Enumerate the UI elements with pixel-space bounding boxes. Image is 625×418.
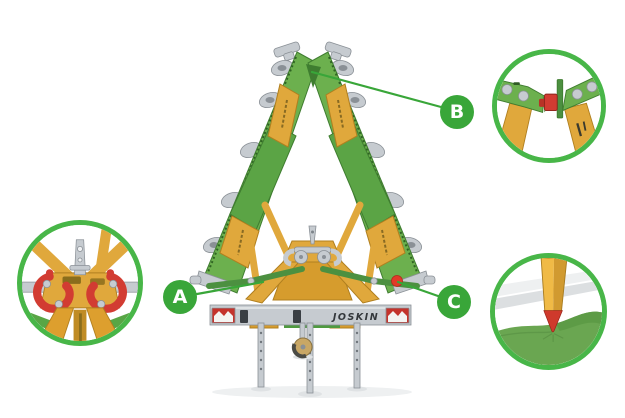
bumper-bar: JOSKIN <box>209 304 412 326</box>
headstock-hooks-zoom <box>22 225 138 341</box>
callout-badge-b: B <box>440 95 474 129</box>
locating-pin-zoom <box>495 258 602 365</box>
callout-line-b <box>310 70 443 109</box>
callout-line-a <box>195 280 265 296</box>
callout-label-c: C <box>447 290 461 313</box>
callout-label-a: A <box>172 285 188 308</box>
callout-badge-a: A <box>163 280 197 314</box>
light-socket-left <box>240 310 248 323</box>
callout-badge-c: C <box>437 285 471 319</box>
parking-stands <box>251 322 367 397</box>
detail-view-transport-lock <box>492 49 606 163</box>
brand-text: JOSKIN <box>331 312 379 323</box>
callout-label-b: B <box>449 100 465 123</box>
jockey-wheel <box>291 322 313 360</box>
apex-latch <box>306 64 321 88</box>
transport-lock-zoom <box>497 54 601 158</box>
reflector-left <box>211 307 236 324</box>
red-indicator-dot <box>391 275 403 287</box>
light-socket-right <box>293 310 301 323</box>
callout-line-c <box>396 280 440 298</box>
headstock-frame <box>245 225 380 304</box>
detail-view-locating-pin <box>490 253 607 370</box>
detail-view-headstock-hooks <box>17 220 143 346</box>
reflector-right <box>385 307 410 324</box>
